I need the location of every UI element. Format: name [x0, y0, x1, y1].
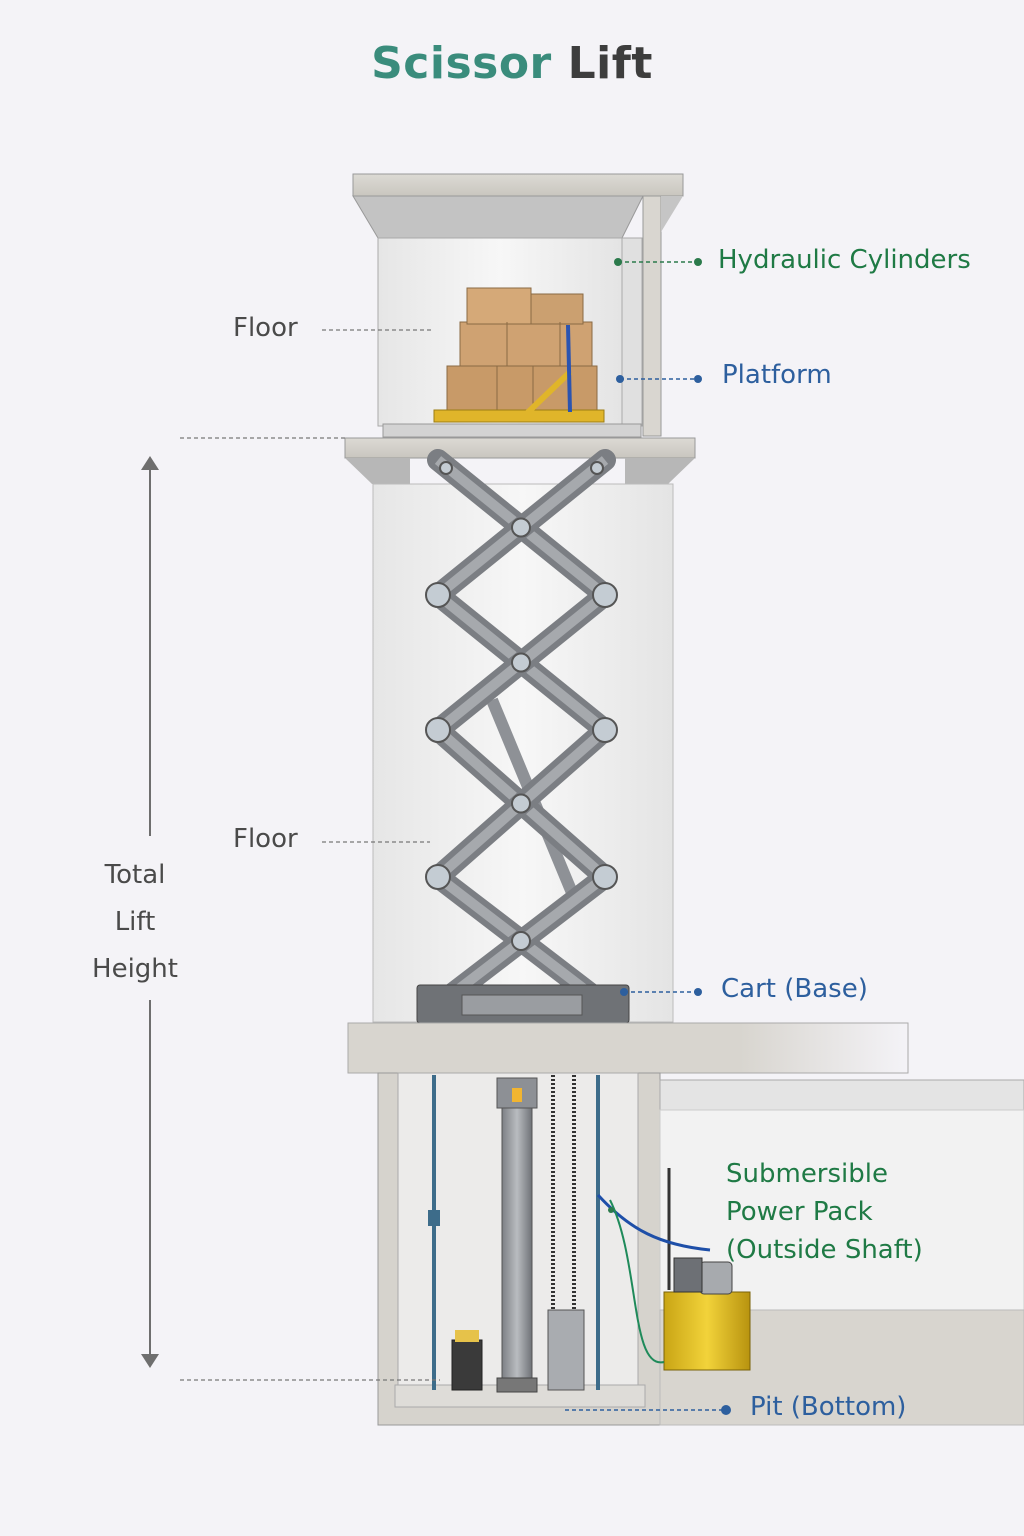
pivot-pin — [511, 517, 531, 538]
pivot-pin — [425, 717, 451, 743]
pivot-pin — [425, 582, 451, 608]
pivot-pin — [590, 461, 604, 475]
pivot-pin — [592, 582, 618, 608]
label-platform: Platform — [722, 360, 832, 390]
title-scissor: Scissor — [371, 38, 552, 89]
label-power-pack: Submersible Power Pack (Outside Shaft) — [726, 1155, 923, 1269]
title-lift: Lift — [567, 38, 653, 89]
pivot-pin — [592, 717, 618, 743]
total-lift-height-arrow — [141, 456, 159, 1368]
scissor-mechanism — [425, 449, 618, 1016]
pivot-pin — [439, 461, 453, 475]
total-lift-line-3: Height — [92, 954, 178, 984]
pivot-pin — [511, 793, 531, 814]
pallet-jack — [433, 324, 605, 423]
pivot-pin — [511, 931, 531, 951]
platform-deck — [382, 423, 642, 438]
ground-floor-slab — [347, 1022, 909, 1074]
total-lift-line-2: Lift — [114, 907, 156, 937]
arrow-down-icon — [141, 1354, 159, 1368]
power-pack-line-2: Power Pack — [726, 1197, 873, 1227]
leader-lines — [180, 258, 731, 1415]
label-floor-middle: Floor — [233, 824, 298, 854]
label-hydraulic-cylinders: Hydraulic Cylinders — [718, 245, 971, 275]
diagram-title: Scissor Lift — [0, 38, 1024, 89]
label-floor-upper: Floor — [233, 313, 298, 343]
total-lift-line-1: Total — [104, 860, 166, 890]
pivot-pin — [511, 652, 531, 673]
label-pit-bottom: Pit (Bottom) — [750, 1392, 907, 1422]
power-pack-line-1: Submersible — [726, 1159, 888, 1189]
label-cart-base: Cart (Base) — [721, 974, 868, 1004]
label-total-lift-height: Total Lift Height — [80, 852, 190, 993]
cart-base — [416, 984, 630, 1034]
platform-slab — [344, 437, 696, 484]
arrow-up-icon — [141, 456, 159, 470]
pivot-pin — [425, 864, 451, 890]
power-pack-unit — [596, 1168, 751, 1371]
power-pack-line-3: (Outside Shaft) — [726, 1235, 923, 1265]
pivot-pin — [592, 864, 618, 890]
pit-hydraulic-cylinder — [451, 1075, 585, 1393]
cargo-boxes — [446, 287, 598, 413]
